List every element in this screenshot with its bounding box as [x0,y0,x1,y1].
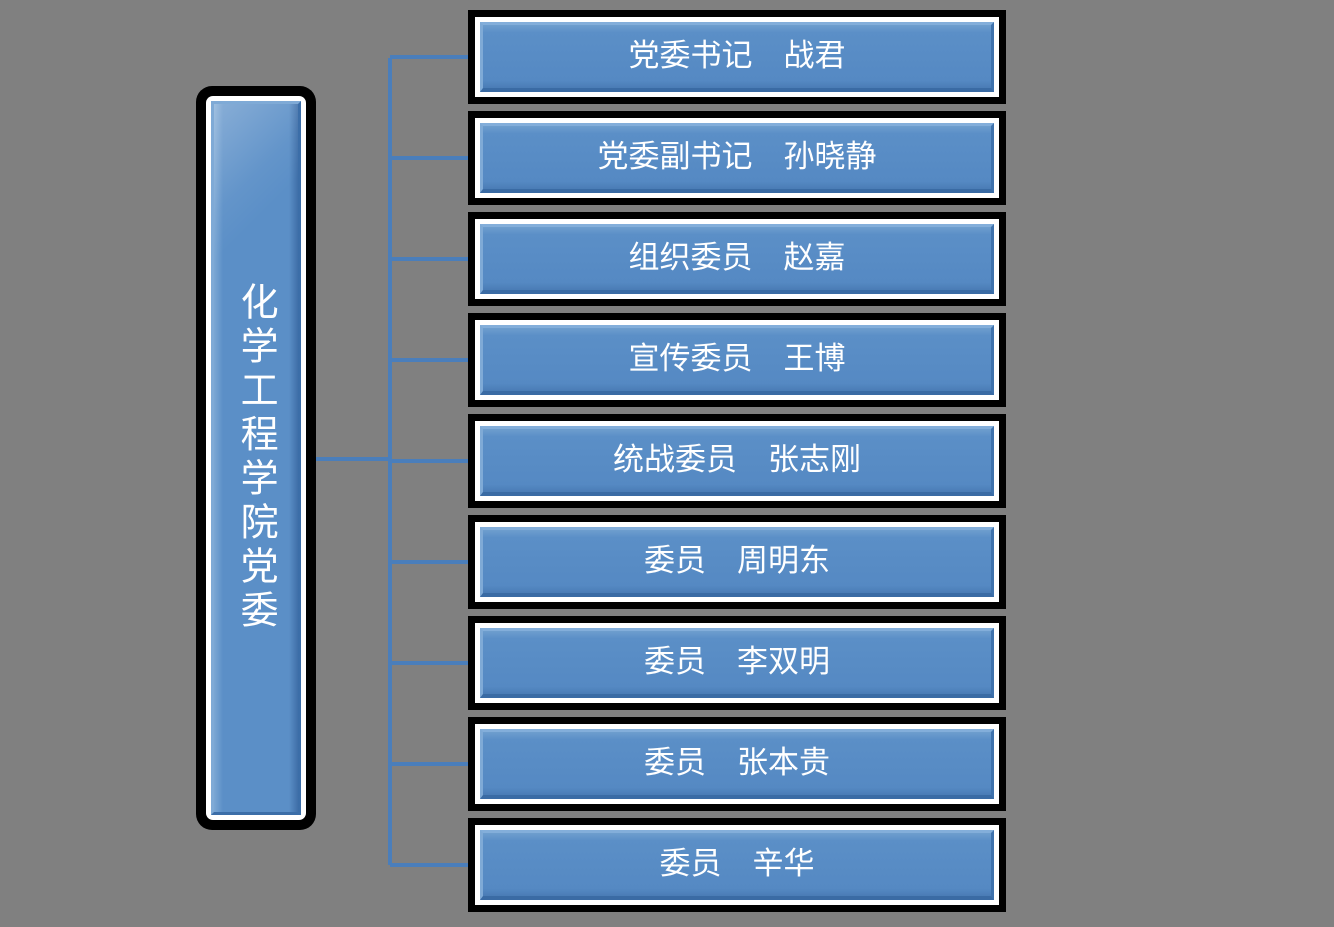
connector-branch-2 [390,156,479,160]
member-node-2[interactable]: 党委副书记 孙晓静 [468,111,1006,205]
member-node-face: 宣传委员 王博 [480,325,994,395]
connector-branch-8 [390,762,479,766]
member-node-1[interactable]: 党委书记 战君 [468,10,1006,104]
member-node-4[interactable]: 宣传委员 王博 [468,313,1006,407]
member-node-label: 宣传委员 王博 [628,341,846,377]
connector-root-stub [311,457,390,461]
member-node-face: 委员 周明东 [480,527,994,597]
member-node-inner-frame: 委员 辛华 [475,825,999,905]
member-node-inner-frame: 党委副书记 孙晓静 [475,118,999,198]
member-node-inner-frame: 委员 李双明 [475,623,999,703]
member-node-9[interactable]: 委员 辛华 [468,818,1006,912]
member-node-6[interactable]: 委员 周明东 [468,515,1006,609]
member-node-face: 委员 张本贵 [480,729,994,799]
member-node-inner-frame: 组织委员 赵嘉 [475,219,999,299]
member-node-7[interactable]: 委员 李双明 [468,616,1006,710]
member-node-label: 党委书记 战君 [628,38,846,74]
connector-branch-9 [390,863,479,867]
connector-branch-7 [390,661,479,665]
connector-branch-5 [390,459,479,463]
member-node-face: 委员 李双明 [480,628,994,698]
member-node-face: 委员 辛华 [480,830,994,900]
member-node-face: 党委书记 战君 [480,22,994,92]
connector-branch-1 [390,55,479,59]
root-node-party-committee[interactable]: 化学工程学院党委 [196,86,316,830]
member-node-label: 委员 张本贵 [644,745,830,781]
member-node-3[interactable]: 组织委员 赵嘉 [468,212,1006,306]
connector-trunk-vertical [388,58,392,865]
member-node-face: 党委副书记 孙晓静 [480,123,994,193]
member-node-label: 组织委员 赵嘉 [628,240,846,276]
member-node-label: 委员 辛华 [659,846,815,882]
member-node-label: 委员 李双明 [644,644,830,680]
member-node-label: 党委副书记 孙晓静 [597,139,877,175]
connector-branch-6 [390,560,479,564]
member-node-inner-frame: 党委书记 战君 [475,17,999,97]
root-node-face: 化学工程学院党委 [211,101,301,815]
member-node-label: 委员 周明东 [644,543,830,579]
root-node-inner-frame: 化学工程学院党委 [206,96,306,820]
member-node-face: 组织委员 赵嘉 [480,224,994,294]
connector-branch-4 [390,358,479,362]
member-node-8[interactable]: 委员 张本贵 [468,717,1006,811]
member-node-face: 统战委员 张志刚 [480,426,994,496]
member-node-inner-frame: 委员 周明东 [475,522,999,602]
connector-branch-3 [390,257,479,261]
root-node-label: 化学工程学院党委 [234,282,279,634]
member-node-inner-frame: 统战委员 张志刚 [475,421,999,501]
member-node-inner-frame: 委员 张本贵 [475,724,999,804]
member-node-inner-frame: 宣传委员 王博 [475,320,999,400]
member-node-label: 统战委员 张志刚 [613,442,861,478]
member-node-5[interactable]: 统战委员 张志刚 [468,414,1006,508]
